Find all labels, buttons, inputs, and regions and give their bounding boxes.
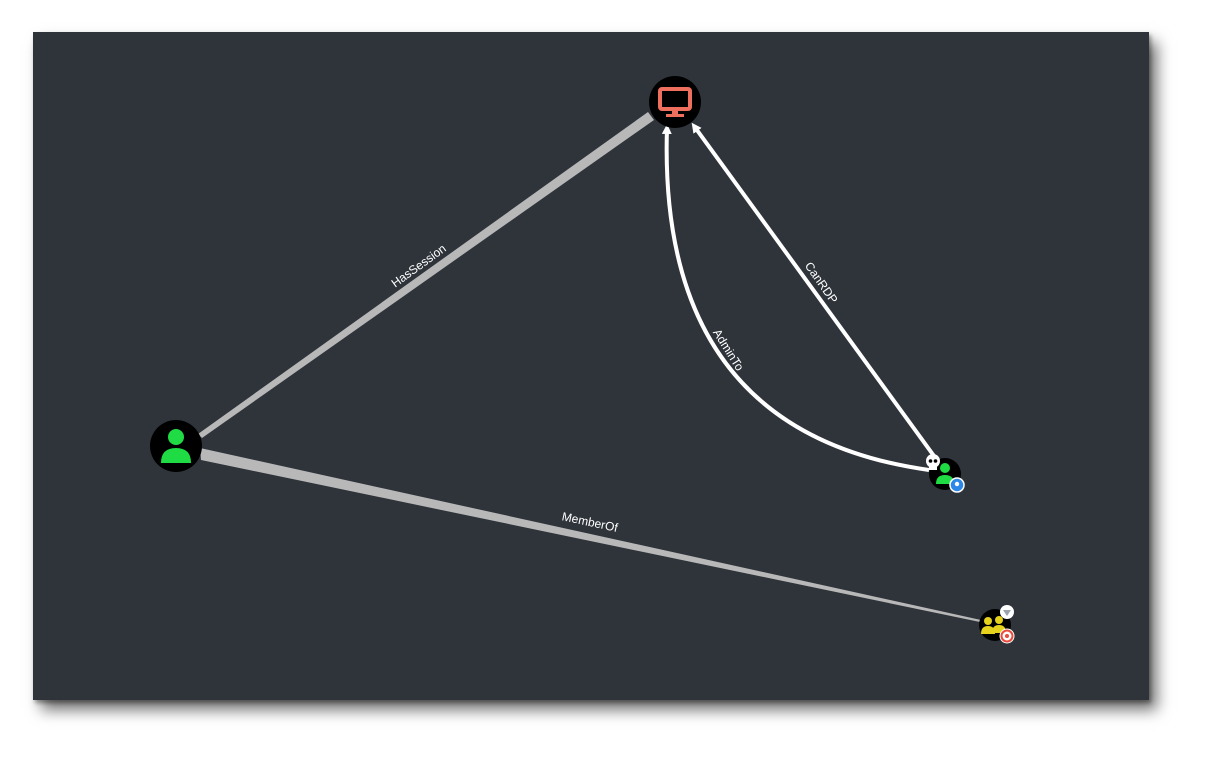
- edge-can-rdp[interactable]: [691, 122, 936, 458]
- group-icon: [981, 616, 1006, 634]
- node-user[interactable]: [150, 420, 202, 472]
- graph-canvas[interactable]: [33, 32, 1149, 700]
- user-icon: [936, 463, 954, 484]
- edge-member-of[interactable]: [200, 448, 981, 622]
- monitor-icon: [658, 87, 692, 117]
- edge-admin-to[interactable]: [661, 124, 930, 472]
- location-pin-icon: [949, 477, 965, 493]
- edge-has-session[interactable]: [198, 112, 654, 438]
- user-icon: [161, 429, 191, 463]
- skull-icon: [926, 454, 940, 470]
- target-icon: [999, 628, 1015, 644]
- gem-icon: [1000, 605, 1014, 619]
- node-admin-user[interactable]: [926, 454, 965, 493]
- node-computer[interactable]: [649, 76, 701, 128]
- node-group[interactable]: [979, 605, 1015, 644]
